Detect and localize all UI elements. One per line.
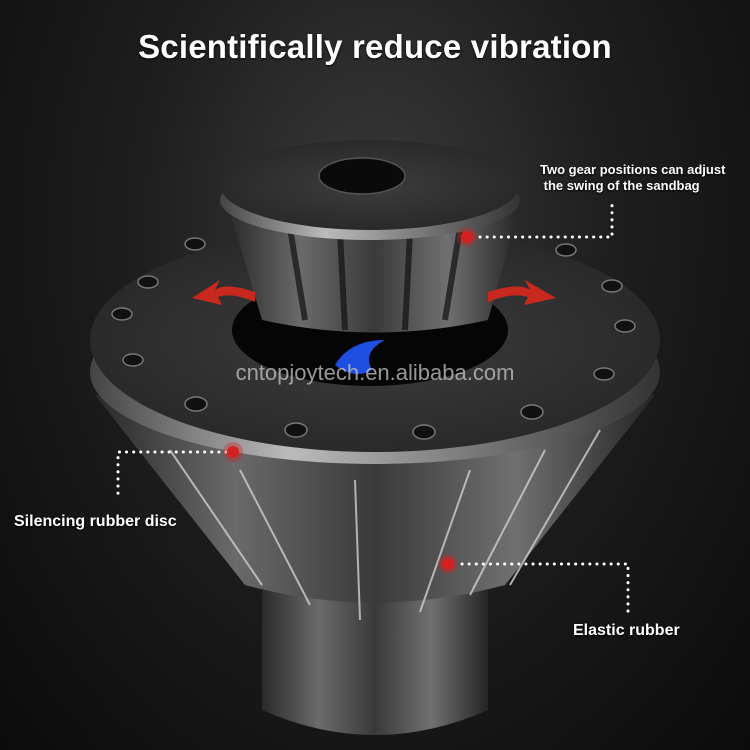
- blue-spring: [335, 340, 385, 374]
- callout-gear-line-1: Two gear positions can adjust: [540, 162, 726, 177]
- callout-gear-line-2: the swing of the sandbag: [540, 178, 700, 193]
- swing-arrow-left: [192, 280, 255, 305]
- swing-arrow-right: [488, 280, 556, 305]
- page-title: Scientifically reduce vibration: [138, 28, 612, 65]
- callout-gear-positions: Two gear positions can adjust the swing …: [540, 162, 725, 194]
- callout-line-gear: [478, 203, 614, 239]
- callout-silencing-disc: Silencing rubber disc: [14, 513, 177, 530]
- marker-silencing-disc: [223, 442, 243, 462]
- watermark: cntopjoytech.en.alibaba.com: [235, 360, 515, 385]
- marker-elastic-rubber: [438, 554, 458, 574]
- marker-gear-positions: [457, 227, 477, 247]
- upper-gear: [220, 140, 520, 333]
- callout-line-elastic: [460, 562, 630, 614]
- callout-elastic-rubber: Elastic rubber: [573, 622, 680, 639]
- callout-line-disc: [116, 450, 228, 502]
- base-cylinder: [262, 590, 488, 735]
